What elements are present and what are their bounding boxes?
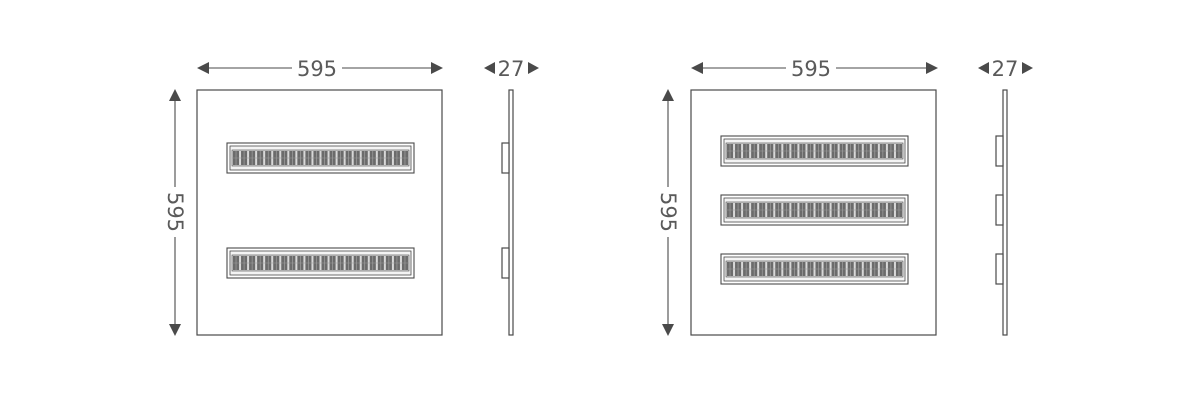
louver-strips: [226, 142, 415, 279]
width-label: 595: [791, 57, 831, 81]
arrow-up-icon: [662, 89, 674, 101]
depth-label: 27: [992, 57, 1019, 81]
diagram-three-strip: 595 595 27: [656, 57, 1033, 336]
louver-strip: [720, 253, 909, 285]
panel-side-view: [501, 89, 514, 336]
width-dimension: 595: [691, 57, 938, 81]
arrow-left-icon: [197, 62, 209, 74]
arrow-right-icon: [1022, 62, 1033, 74]
arrow-left-icon: [484, 62, 495, 74]
panel-front-view: [196, 89, 443, 336]
arrow-right-icon: [926, 62, 938, 74]
louver-strips: [720, 135, 909, 285]
louver-strip: [720, 135, 909, 167]
width-dimension: 595: [197, 57, 443, 81]
panel-side-view: [995, 89, 1008, 336]
depth-dimension: 27: [484, 57, 539, 81]
depth-label: 27: [498, 57, 525, 81]
louver-strip: [226, 142, 415, 174]
height-label: 595: [163, 192, 187, 232]
height-label: 595: [656, 192, 680, 232]
diagram-two-strip: 595 595 27: [163, 57, 539, 336]
arrow-left-icon: [691, 62, 703, 74]
arrow-left-icon: [978, 62, 989, 74]
arrow-right-icon: [431, 62, 443, 74]
louver-strip: [226, 247, 415, 279]
depth-dimension: 27: [978, 57, 1033, 81]
height-dimension: 595: [656, 89, 680, 336]
width-label: 595: [297, 57, 337, 81]
arrow-right-icon: [528, 62, 539, 74]
arrow-down-icon: [169, 324, 181, 336]
arrow-down-icon: [662, 324, 674, 336]
arrow-up-icon: [169, 89, 181, 101]
height-dimension: 595: [163, 89, 187, 336]
louver-strip: [720, 194, 909, 226]
